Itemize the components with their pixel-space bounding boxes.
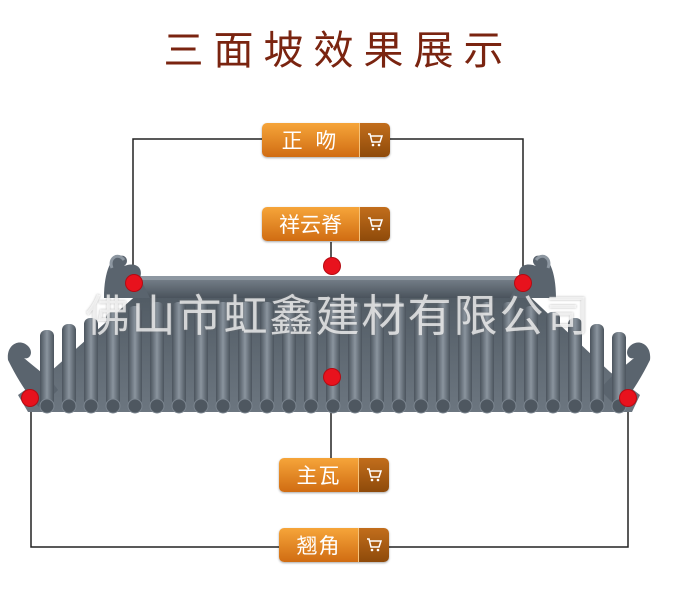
label-zhengwen-button[interactable]: 正 吻: [262, 123, 390, 157]
label-zhuwa-button[interactable]: 主瓦: [279, 458, 389, 492]
marker-qiaojiao-left: [22, 390, 38, 406]
company-watermark: 佛山市虹鑫建材有限公司: [85, 291, 592, 342]
label-qiaojiao-text: 翘角: [279, 528, 358, 562]
line-zhengwen-right: [390, 138, 524, 282]
line-qiaojiao: [30, 398, 279, 548]
marker-xiangyunji: [324, 258, 340, 274]
shopping-cart-icon[interactable]: [358, 458, 389, 492]
roof-illustration: [7, 254, 651, 414]
page-title: 三面坡效果展示: [163, 28, 514, 74]
label-zhuwa-text: 主瓦: [279, 458, 358, 492]
label-xiangyunji-text: 祥云脊: [262, 207, 359, 241]
roof-ridge: [126, 276, 532, 298]
line-zhengwen: [132, 138, 262, 282]
label-zhengwen-text: 正 吻: [262, 123, 359, 157]
shopping-cart-icon[interactable]: [359, 207, 390, 241]
shopping-cart-icon[interactable]: [358, 528, 389, 562]
marker-zhengwen-left: [126, 275, 142, 291]
marker-zhuwa: [324, 369, 340, 385]
marker-qiaojiao-right: [620, 390, 636, 406]
line-qiaojiao-right: [389, 398, 629, 548]
label-qiaojiao-button[interactable]: 翘角: [279, 528, 389, 562]
shopping-cart-icon[interactable]: [359, 123, 390, 157]
label-xiangyunji-button[interactable]: 祥云脊: [262, 207, 390, 241]
tile-rows: [39, 302, 627, 414]
marker-zhengwen-right: [515, 275, 531, 291]
